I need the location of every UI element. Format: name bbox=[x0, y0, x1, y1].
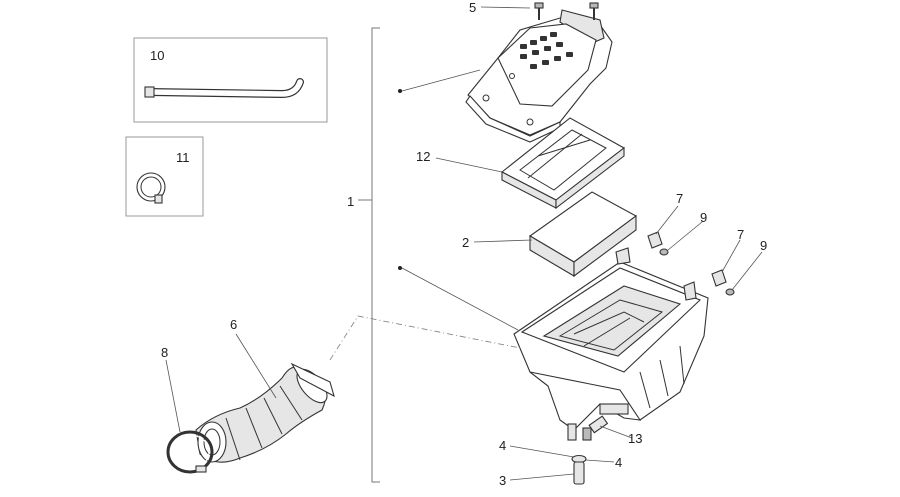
callout-7b: 7 bbox=[737, 227, 744, 242]
inset-box-part-10 bbox=[133, 37, 328, 123]
callout-12: 12 bbox=[416, 149, 430, 164]
callout-2: 2 bbox=[462, 235, 469, 250]
callout-8: 8 bbox=[161, 345, 168, 360]
leader-line-1-top bbox=[401, 69, 481, 92]
washer-part-9a bbox=[659, 248, 669, 256]
leader-line-9a bbox=[667, 221, 703, 251]
callout-3: 3 bbox=[499, 473, 506, 488]
airbox-cover-part bbox=[465, 9, 613, 143]
leader-line-4b bbox=[585, 459, 615, 463]
callout-1: 1 bbox=[347, 194, 354, 209]
bracket-dot-top bbox=[398, 89, 402, 93]
clip-part-7a bbox=[647, 231, 663, 249]
leader-line-13 bbox=[599, 425, 633, 439]
leader-line-6 bbox=[235, 333, 277, 399]
callout-5: 5 bbox=[469, 0, 476, 15]
filter-element-part bbox=[528, 191, 638, 278]
breather-hose-part bbox=[144, 78, 304, 99]
intake-duct-part bbox=[195, 362, 335, 463]
leader-line-4a bbox=[509, 445, 575, 458]
fitting-part-13 bbox=[582, 415, 609, 441]
callout-11: 11 bbox=[176, 150, 190, 165]
filter-frame-part bbox=[500, 117, 626, 210]
leader-line-12 bbox=[435, 157, 503, 173]
duct-clamp-part-8 bbox=[166, 430, 214, 474]
callout-9b: 9 bbox=[760, 238, 767, 253]
leader-line-7b bbox=[721, 239, 741, 273]
callout-6: 6 bbox=[230, 317, 237, 332]
leader-line-2 bbox=[473, 239, 533, 243]
leader-line-9b bbox=[731, 251, 763, 291]
assembly-dash-line bbox=[329, 315, 521, 361]
airbox-lower-part bbox=[513, 247, 709, 441]
washer-part-9b bbox=[725, 288, 735, 296]
leader-line-1-bottom bbox=[401, 267, 519, 331]
leader-line-5 bbox=[480, 6, 531, 9]
callout-10: 10 bbox=[150, 48, 164, 63]
drain-plug-part-3 bbox=[573, 461, 585, 485]
clip-part-7b bbox=[711, 269, 727, 287]
leader-line-8 bbox=[165, 359, 181, 433]
callout-9a: 9 bbox=[700, 210, 707, 225]
callout-4a: 4 bbox=[499, 438, 506, 453]
callout-4b: 4 bbox=[615, 455, 622, 470]
screw-part-5 bbox=[534, 2, 599, 20]
callout-7a: 7 bbox=[676, 191, 683, 206]
leader-line-3 bbox=[509, 473, 575, 481]
hose-clamp-part bbox=[136, 172, 166, 204]
bracket-dot-bottom bbox=[398, 266, 402, 270]
callout-13: 13 bbox=[628, 431, 642, 446]
inset-box-part-11 bbox=[125, 136, 204, 217]
leader-line-7a bbox=[655, 205, 679, 235]
assembly-bracket bbox=[371, 27, 380, 483]
